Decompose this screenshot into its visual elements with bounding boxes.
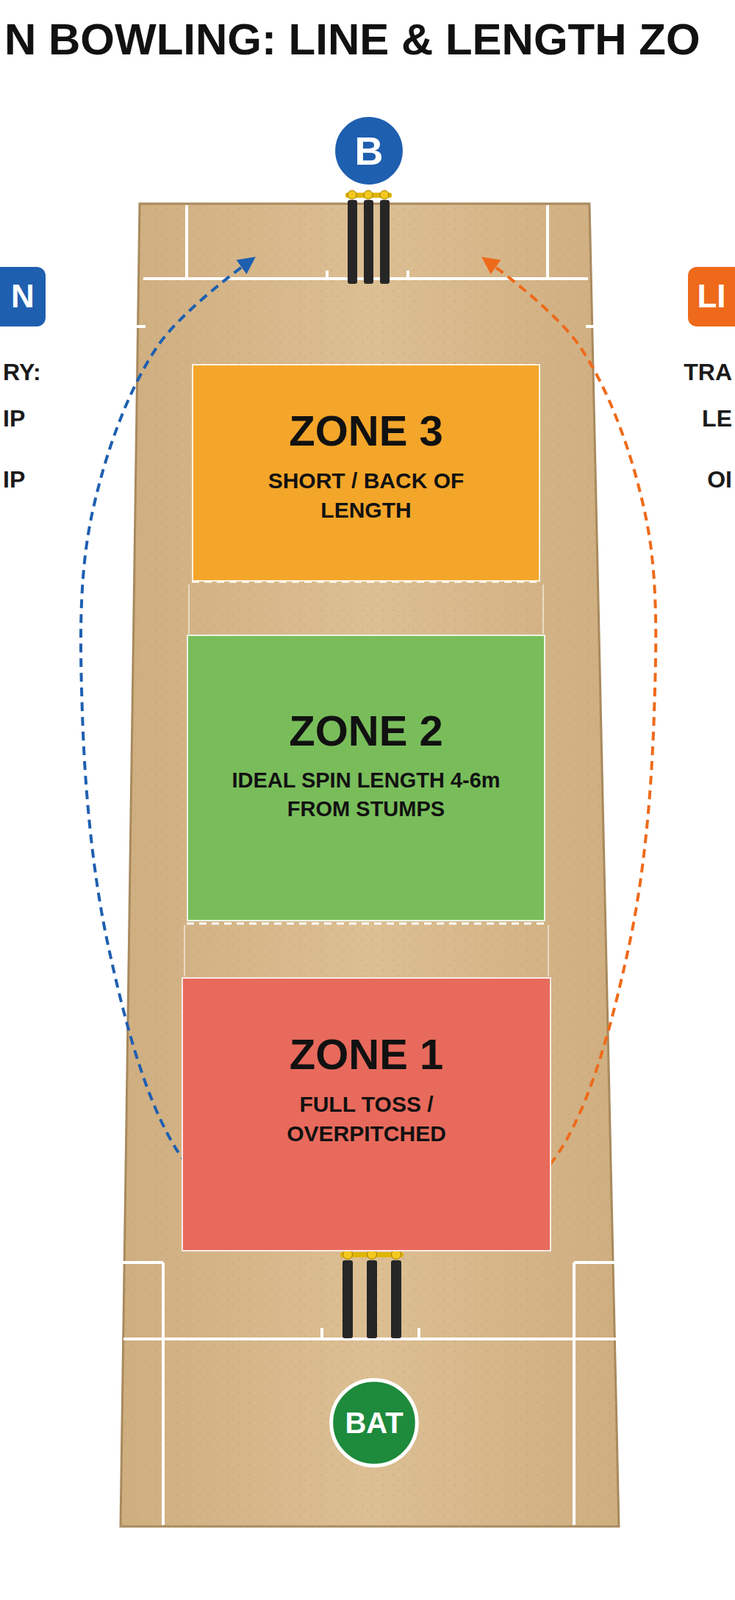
zone-edge [547,924,550,977]
circle-shape [331,1379,418,1466]
bail-knob [363,190,373,200]
side-text: IP [2,465,25,494]
side-text: IP [2,404,25,433]
crease-tick [406,270,410,279]
zone-band: ZONE 1 FULL TOSS / OVERPITCHED [181,976,552,1251]
return-crease [546,205,550,279]
node-body: SHORT / BACK OF LENGTH [259,465,473,526]
side-badge: LI [687,266,735,327]
zone-divider [186,922,546,925]
stump [342,1259,353,1338]
zone-edge [188,584,190,634]
crease-lines [95,205,643,1525]
crease-marker [95,1260,164,1264]
stump [347,199,358,284]
return-crease [185,205,189,279]
crease-marker [585,324,613,328]
crease-marker [574,1260,643,1264]
return-crease [572,1261,576,1525]
title: N BOWLING: LINE & LENGTH ZO [4,13,701,67]
circle-shape [333,115,405,186]
stump [363,199,374,284]
stumps-top [345,190,392,284]
node-heading: LI [696,277,726,316]
pitch [120,203,619,1526]
bail-knob [347,190,357,200]
batter-marker: BAT [328,1376,420,1468]
return-crease [161,1261,165,1525]
node-heading: ZONE 3 [288,406,444,456]
side-text: TRA [683,358,733,386]
side-text: RY: [2,358,42,386]
node-body: IDEAL SPIN LENGTH 4-6m FROM STUMPS [219,765,514,824]
stumps-bottom [340,1249,404,1339]
crease-tick [320,1327,324,1339]
node-heading: BAT [344,1405,403,1440]
zone-dividers [184,581,549,977]
side-text: OI [707,465,733,494]
bowler-marker: B [331,113,407,189]
zone-edge [183,924,186,977]
zone-band: ZONE 3 SHORT / BACK OF LENGTH [191,363,541,582]
node-heading: ZONE 2 [288,706,444,756]
side-text: LE [701,404,733,433]
crease-marker [116,324,146,328]
trajectory-arcs [80,258,656,1243]
crease-tick [325,270,329,279]
zone-band: ZONE 2 IDEAL SPIN LENGTH 4-6m FROM STUMPS [186,634,546,921]
stump [379,199,390,284]
pitch-texture [120,203,619,1526]
zone-edge [542,584,544,634]
stump [391,1259,402,1338]
node-heading: N [11,277,35,316]
side-badge: N [0,266,46,327]
stump [366,1259,378,1338]
node-body: FULL TOSS / OVERPITCHED [256,1089,478,1149]
node-heading: B [355,127,384,174]
node-heading: ZONE 1 [289,1029,444,1079]
bail-knob [379,190,389,200]
pitch-surface [120,203,619,1526]
crease-tick [417,1327,421,1339]
